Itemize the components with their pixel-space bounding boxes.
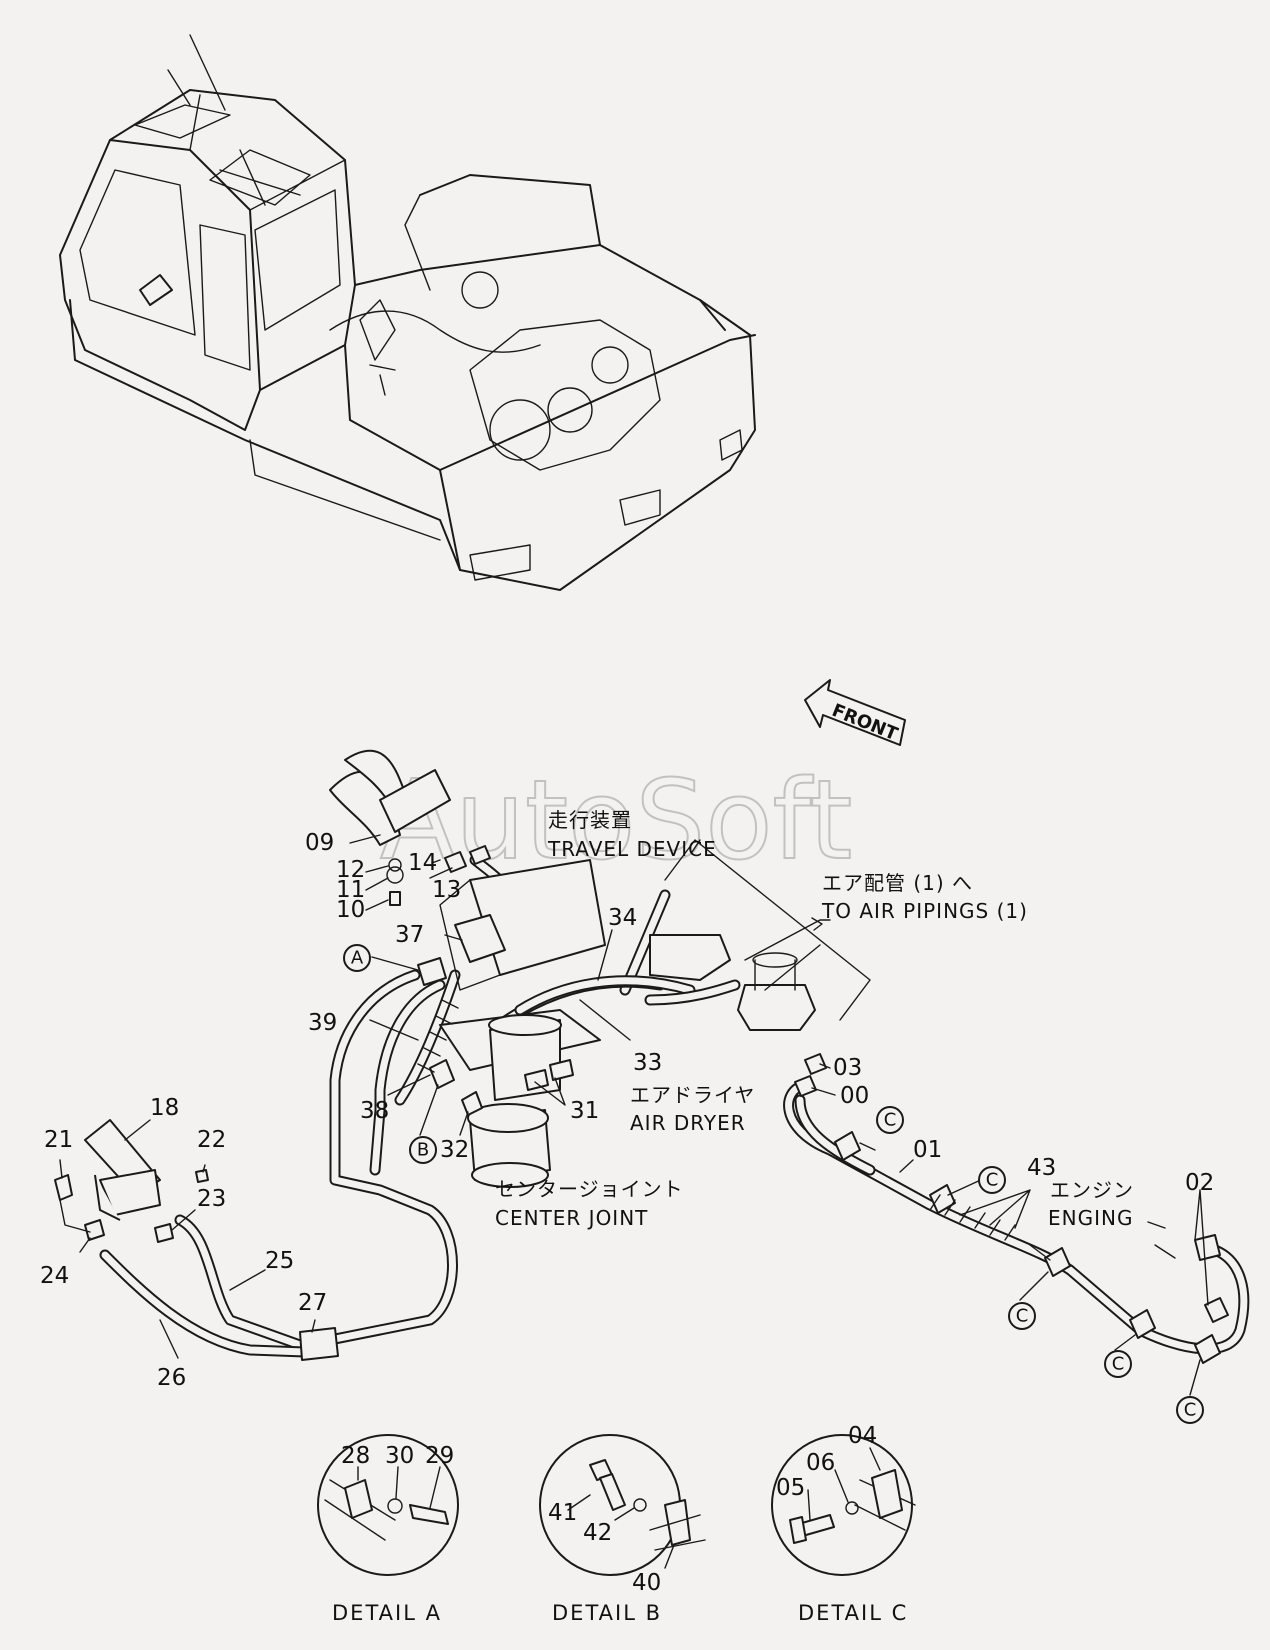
detail-c-part: 04 [848, 1423, 877, 1449]
detail-a: 28 30 29 DETAIL A [317, 1434, 459, 1625]
part-label: 25 [265, 1248, 294, 1274]
detail-c: 04 06 05 DETAIL C [771, 1423, 916, 1625]
air-pipings-en: TO AIR PIPINGS (1) [821, 899, 1028, 923]
air-dryer-en: AIR DRYER [630, 1111, 746, 1135]
engine-en: ENGING [1048, 1206, 1133, 1230]
part-label: 22 [197, 1127, 226, 1153]
detail-c-part: 06 [806, 1450, 835, 1476]
part-label: 00 [840, 1083, 869, 1109]
callout-markers: A B C C C C C [343, 944, 1204, 1424]
part-label: 43 [1027, 1155, 1056, 1181]
detail-b-part: 42 [583, 1520, 612, 1546]
detail-c-part: 05 [776, 1475, 805, 1501]
detail-a-part: 28 [341, 1443, 370, 1469]
detail-b-part: 41 [548, 1500, 577, 1526]
part-label: 13 [432, 877, 461, 903]
callout-c: C [1112, 1354, 1125, 1375]
travel-device-jp: 走行装置 [548, 808, 632, 832]
engine-jp: エンジン [1050, 1178, 1134, 1202]
detail-a-part: 30 [385, 1443, 414, 1469]
detail-c-caption: DETAIL C [798, 1601, 908, 1625]
part-label: 21 [44, 1127, 73, 1153]
part-label: 03 [833, 1055, 862, 1081]
part-label: 26 [157, 1365, 186, 1391]
part-label: 11 [336, 877, 365, 903]
part-number-labels: 09 12 11 10 14 13 37 34 33 31 32 38 39 1… [40, 830, 1214, 1391]
leader-lines [59, 834, 1209, 1396]
part-label: 32 [440, 1137, 469, 1163]
part-label: 14 [408, 850, 437, 876]
part-label: 02 [1185, 1170, 1214, 1196]
part-label: 10 [336, 897, 365, 923]
detail-b-caption: DETAIL B [552, 1601, 662, 1625]
detail-a-part: 29 [425, 1443, 454, 1469]
part-label: 23 [197, 1186, 226, 1212]
part-label: 01 [913, 1137, 942, 1163]
part-label: 18 [150, 1095, 179, 1121]
detail-b-part: 40 [632, 1570, 661, 1596]
part-label: 37 [395, 922, 424, 948]
part-label: 24 [40, 1263, 69, 1289]
annotations: 走行装置 TRAVEL DEVICE エア配管 (1) へ TO AIR PIP… [495, 808, 1134, 1230]
part-label: 31 [570, 1098, 599, 1124]
front-arrow: FRONT [804, 679, 906, 746]
air-dryer-jp: エアドライヤ [630, 1083, 755, 1107]
part-label: 38 [360, 1098, 389, 1124]
components [54, 749, 1229, 1364]
part-label: 39 [308, 1010, 337, 1036]
callout-c: C [884, 1110, 897, 1131]
part-label: 09 [305, 830, 334, 856]
callout-b: B [417, 1140, 429, 1161]
callout-c: C [1184, 1400, 1197, 1421]
callout-a: A [351, 948, 364, 969]
air-pipings-jp: エア配管 (1) へ [822, 871, 973, 895]
center-joint-jp: センタージョイント [495, 1177, 684, 1201]
part-label: 27 [298, 1290, 327, 1316]
detail-b: 41 42 40 DETAIL B [539, 1434, 706, 1625]
part-label: 33 [633, 1050, 662, 1076]
detail-a-caption: DETAIL A [332, 1601, 442, 1625]
part-label: 12 [336, 857, 365, 883]
travel-device-en: TRAVEL DEVICE [547, 837, 717, 861]
callout-c: C [1016, 1306, 1029, 1327]
center-joint-en: CENTER JOINT [495, 1206, 648, 1230]
part-label: 34 [608, 905, 637, 931]
callout-c: C [986, 1170, 999, 1191]
excavator-illustration [59, 34, 756, 591]
